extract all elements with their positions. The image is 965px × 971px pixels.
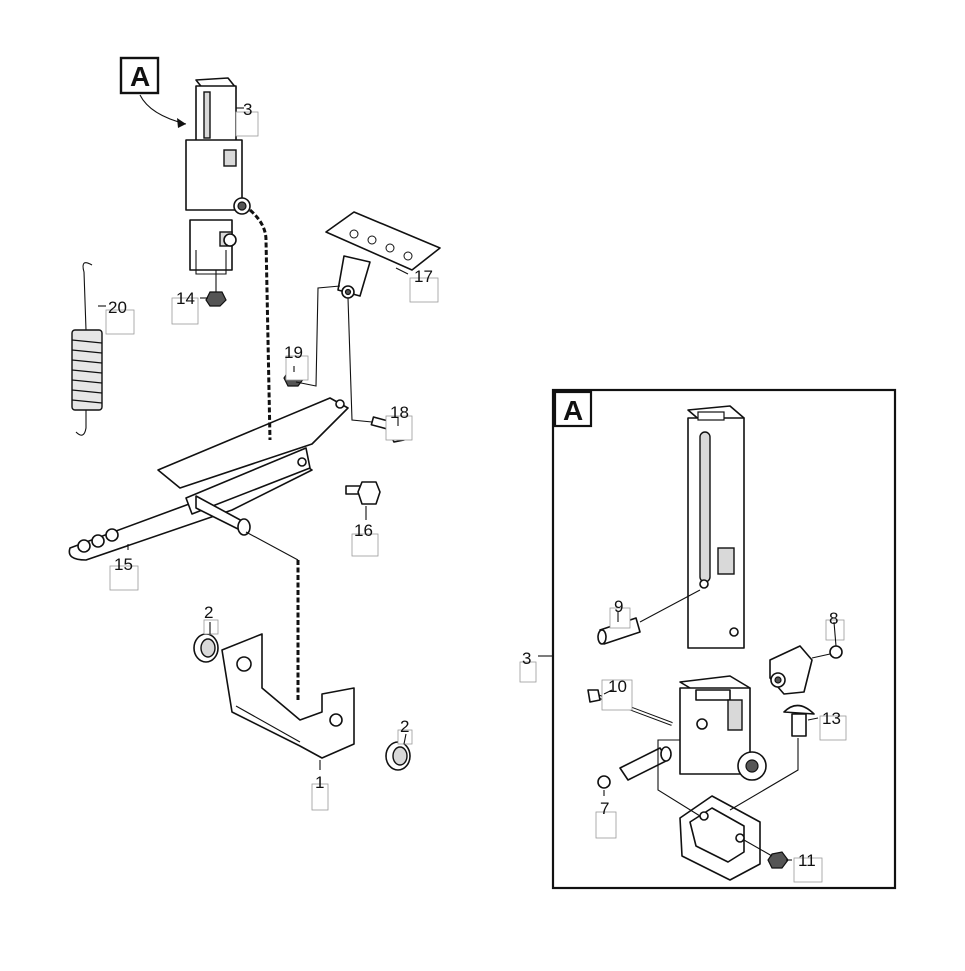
part-3-tube-assembly: [185, 77, 251, 292]
assembly-lines: [245, 208, 373, 700]
callout-17: 17: [414, 267, 433, 286]
callout-2-left: 2: [204, 603, 213, 622]
callout-10: 10: [608, 677, 627, 696]
spring-pin: [619, 746, 672, 781]
view-a-marker: A: [119, 56, 187, 128]
callout-14: 14: [176, 289, 195, 308]
callout-15: 15: [114, 555, 133, 574]
part-14-nut: [205, 291, 227, 307]
part-15-lever: [68, 397, 349, 561]
callout-3-detail: 3: [522, 649, 531, 668]
callout-8: 8: [829, 609, 838, 628]
callout-3: 3: [243, 100, 252, 119]
part-1-bracket: [221, 633, 355, 759]
callout-19: 19: [284, 343, 303, 362]
callout-18: 18: [390, 403, 409, 422]
bottom-bracket: [679, 795, 761, 881]
part-11-nut: [767, 851, 789, 869]
part-20-spring: [71, 262, 103, 436]
callout-1: 1: [315, 773, 324, 792]
callout-labels: 3 14 20 17 19 18 16 15 2 2 1 3 9 10 8 13…: [98, 100, 847, 883]
part-2-bushing-left: [193, 633, 219, 663]
part-13-carriage-bolt: [783, 704, 815, 737]
part-2-bushing-right: [385, 741, 411, 771]
view-a-letter: A: [130, 61, 150, 92]
pivot-shaft: [195, 495, 251, 536]
knob: [769, 645, 813, 695]
callout-16: 16: [354, 521, 373, 540]
callout-7: 7: [600, 799, 609, 818]
callout-11: 11: [798, 851, 816, 870]
part-8-ring: [829, 645, 843, 659]
callout-20: 20: [108, 298, 127, 317]
part-17-pedal: [325, 211, 441, 299]
callout-2-right: 2: [400, 717, 409, 736]
callout-13: 13: [822, 709, 841, 728]
part-16-bolt: [345, 481, 381, 505]
part-7-ring: [597, 775, 611, 789]
detail-a-letter: A: [563, 395, 583, 426]
callout-9: 9: [614, 597, 623, 616]
